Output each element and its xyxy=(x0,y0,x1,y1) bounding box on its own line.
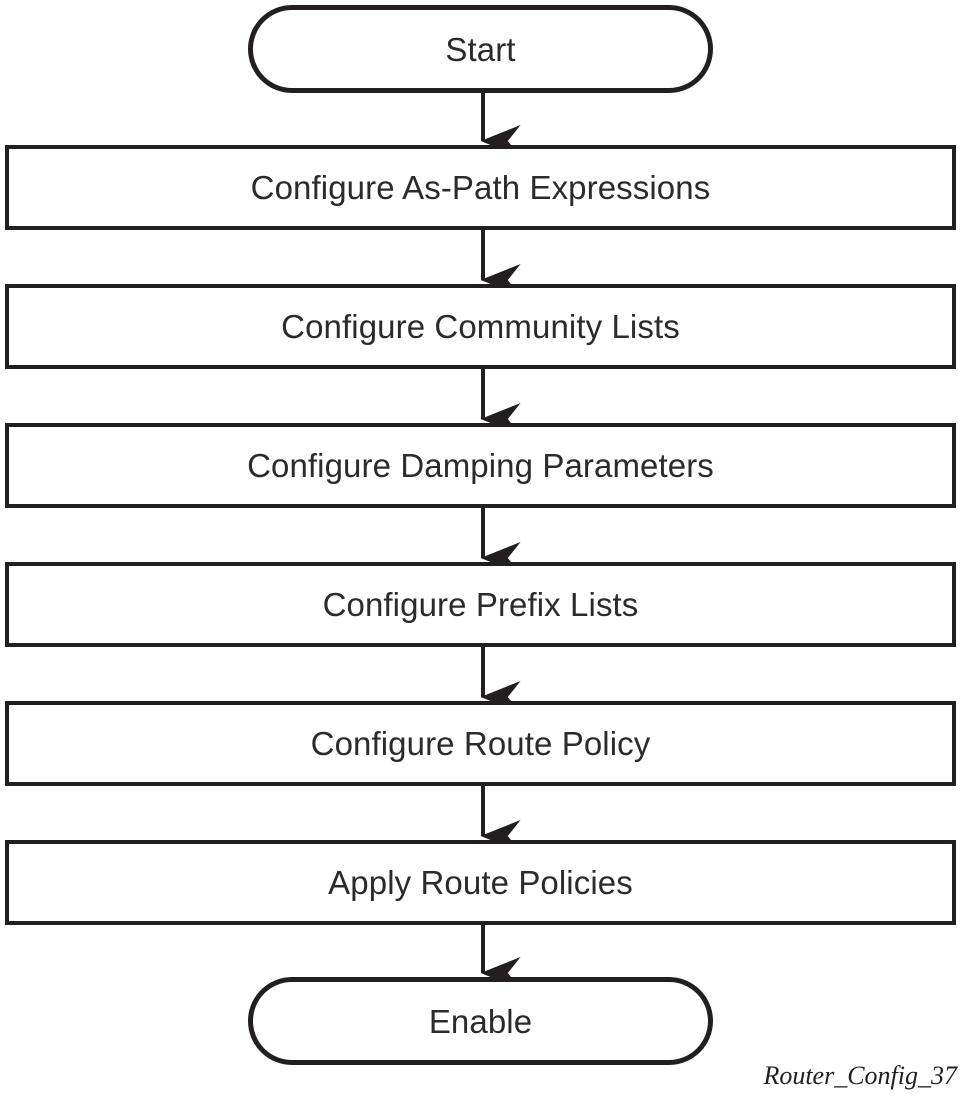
node-configure-prefix-lists[interactable]: Configure Prefix Lists xyxy=(5,562,956,647)
node-enable[interactable]: Enable xyxy=(248,977,713,1065)
node-configure-as-path-expressions[interactable]: Configure As-Path Expressions xyxy=(5,145,956,230)
node-configure-as-path-expressions-label: Configure As-Path Expressions xyxy=(250,169,711,206)
figure-caption: Router_Config_37 xyxy=(763,1061,957,1090)
node-configure-damping-parameters-label: Configure Damping Parameters xyxy=(247,447,714,484)
node-configure-community-lists-label: Configure Community Lists xyxy=(281,308,680,345)
node-start[interactable]: Start xyxy=(248,5,713,93)
node-configure-route-policy[interactable]: Configure Route Policy xyxy=(5,701,956,786)
node-apply-route-policies-label: Apply Route Policies xyxy=(328,864,633,901)
node-configure-prefix-lists-label: Configure Prefix Lists xyxy=(322,586,639,623)
node-configure-damping-parameters[interactable]: Configure Damping Parameters xyxy=(5,423,956,508)
node-start-label: Start xyxy=(445,30,516,68)
node-configure-route-policy-label: Configure Route Policy xyxy=(310,725,651,762)
node-enable-label: Enable xyxy=(428,1002,533,1040)
node-apply-route-policies[interactable]: Apply Route Policies xyxy=(5,840,956,925)
node-configure-community-lists[interactable]: Configure Community Lists xyxy=(5,284,956,369)
